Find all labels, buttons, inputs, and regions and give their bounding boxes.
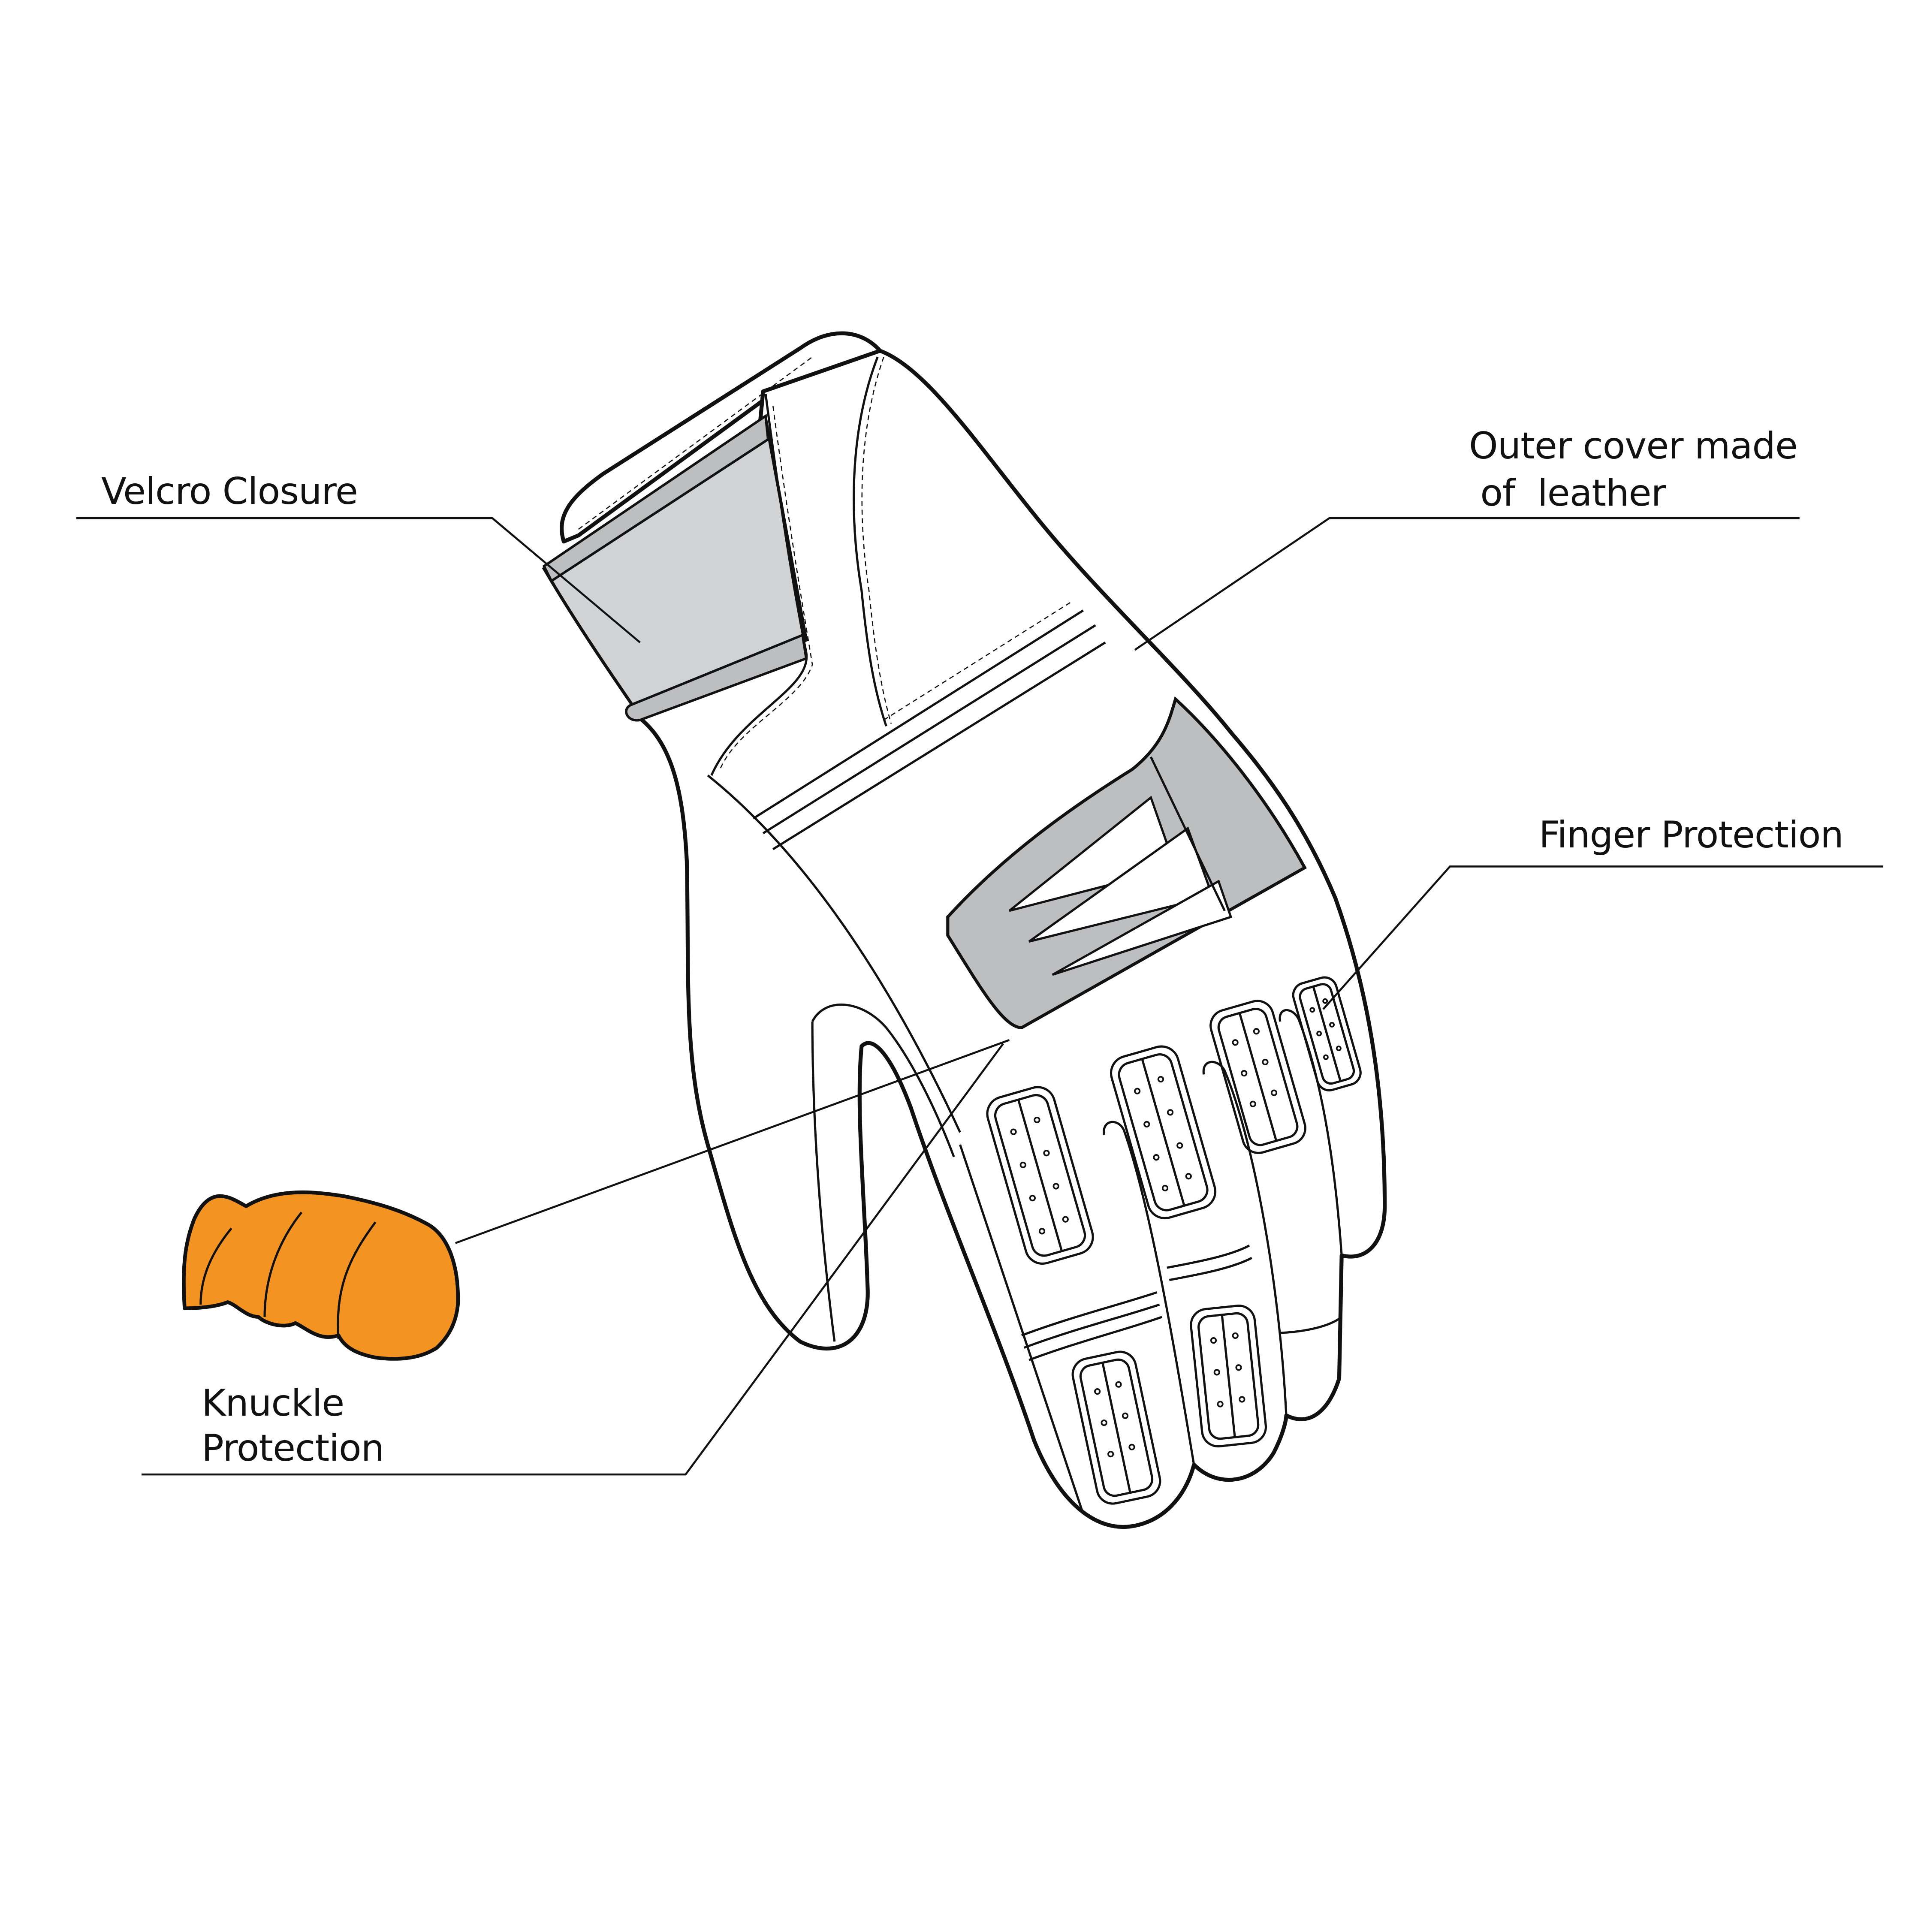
knuckle-protector <box>946 696 1307 1029</box>
label-outer-cover-leather: Outer cover made of leather <box>1469 425 1798 515</box>
leader-velcro <box>76 517 641 643</box>
label-velcro-closure: Velcro Closure <box>101 470 358 513</box>
label-knuckle-protection: Knuckle Protection <box>202 1382 384 1470</box>
label-finger-protection: Finger Protection <box>1539 814 1844 856</box>
leader-knuckle <box>142 1043 1004 1476</box>
leader-knuckle-icon <box>455 1039 1010 1244</box>
leader-lines <box>76 517 1883 1476</box>
leader-leather <box>1134 517 1800 651</box>
finger-pads <box>959 976 1362 1514</box>
leader-finger <box>1322 865 1883 1010</box>
orange-fist-icon <box>182 1190 460 1361</box>
